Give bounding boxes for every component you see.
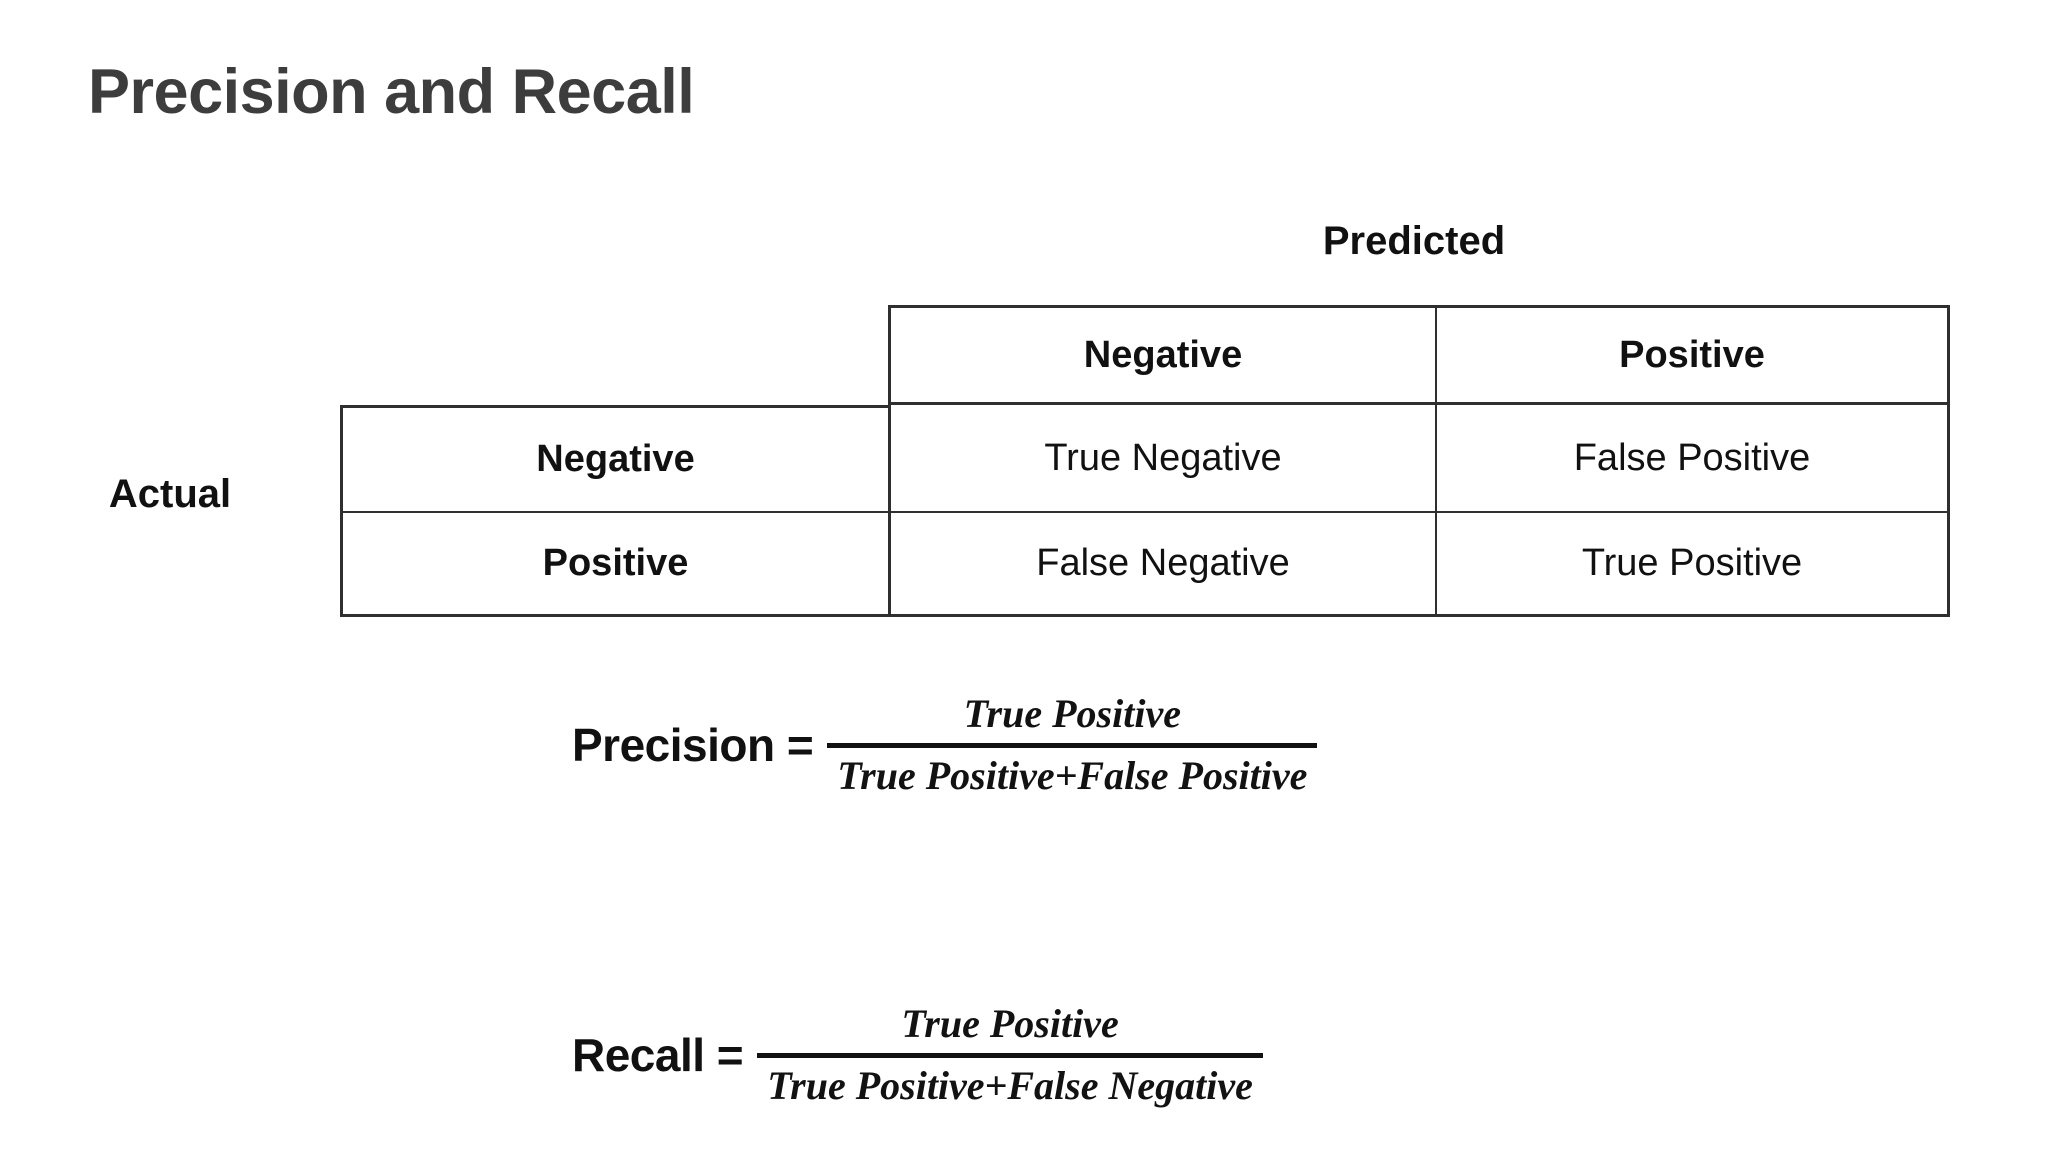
precision-formula-label: Precision = bbox=[572, 718, 814, 771]
confusion-matrix-table: Negative Positive Negative True Negative… bbox=[340, 305, 1950, 617]
precision-numerator: True Positive bbox=[963, 691, 1181, 736]
page-title: Precision and Recall bbox=[88, 57, 695, 127]
predicted-axis-label: Predicted bbox=[1322, 219, 1506, 263]
precision-formula: Precision = True Positive True Positive+… bbox=[572, 690, 1318, 799]
cell-true-positive: True Positive bbox=[1435, 513, 1950, 617]
cell-true-negative: True Negative bbox=[888, 405, 1435, 513]
row-header-negative: Negative bbox=[340, 405, 888, 513]
cell-false-positive: False Positive bbox=[1435, 405, 1950, 513]
cell-false-negative: False Negative bbox=[888, 513, 1435, 617]
recall-numerator: True Positive bbox=[901, 1001, 1119, 1046]
actual-axis-label: Actual bbox=[108, 472, 232, 516]
precision-denominator: True Positive+False Positive bbox=[837, 753, 1308, 799]
column-header-positive: Positive bbox=[1435, 305, 1950, 405]
recall-formula-label: Recall = bbox=[572, 1028, 744, 1081]
recall-fraction-bar bbox=[757, 1053, 1263, 1059]
recall-denominator: True Positive+False Negative bbox=[767, 1063, 1253, 1109]
precision-fraction-bar bbox=[827, 743, 1318, 749]
recall-formula: Recall = True Positive True Positive+Fal… bbox=[572, 1000, 1263, 1109]
precision-fraction: True Positive True Positive+False Positi… bbox=[827, 690, 1318, 799]
recall-fraction: True Positive True Positive+False Negati… bbox=[757, 1000, 1263, 1109]
column-header-negative: Negative bbox=[888, 305, 1435, 405]
row-header-positive: Positive bbox=[340, 513, 888, 617]
